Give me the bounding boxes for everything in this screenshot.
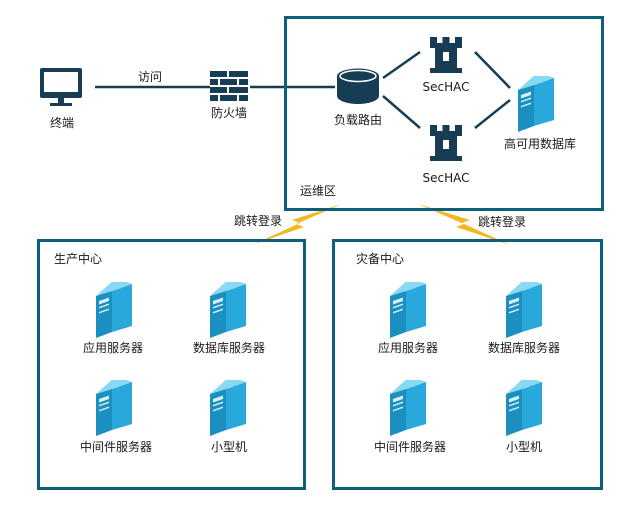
production-center-frame <box>37 239 306 490</box>
production-center-title: 生产中心 <box>54 252 103 266</box>
load-balancer-label: 负载路由 <box>333 113 383 127</box>
monitor-icon <box>40 68 82 106</box>
app-server-label: 应用服务器 <box>377 341 439 355</box>
database-disk-icon <box>337 68 379 104</box>
server-tower-icon <box>390 282 426 338</box>
sechac-bottom-label: SecHAC <box>422 171 470 185</box>
access-label: 访问 <box>137 70 163 84</box>
sechac-top-label: SecHAC <box>422 80 470 94</box>
ha-database-label: 高可用数据库 <box>503 137 577 151</box>
disaster-center-frame <box>332 239 603 490</box>
database-server-label: 数据库服务器 <box>192 341 266 355</box>
jump-login-label-right: 跳转登录 <box>477 215 527 229</box>
terminal-label: 终端 <box>49 116 75 130</box>
router-sechac-top-link <box>382 50 421 80</box>
brick-wall-icon <box>210 71 248 101</box>
app-server-label: 应用服务器 <box>82 341 144 355</box>
server-tower-icon <box>518 76 554 132</box>
lightning-bolt-icon <box>418 204 510 245</box>
firewall-label: 防火墙 <box>210 106 248 120</box>
minicomputer-label: 小型机 <box>210 440 248 454</box>
server-tower-icon <box>390 380 426 436</box>
server-tower-icon <box>506 380 542 436</box>
sechac-top-db-link <box>474 51 511 89</box>
server-tower-icon <box>210 282 246 338</box>
server-tower-icon <box>210 380 246 436</box>
server-tower-icon <box>506 282 542 338</box>
server-tower-icon <box>96 380 132 436</box>
sechac-bottom-db-link <box>474 99 511 129</box>
lightning-bolt-icon <box>252 204 342 245</box>
router-sechac-bottom-link <box>382 95 421 129</box>
server-tower-icon <box>96 282 132 338</box>
database-server-label: 数据库服务器 <box>487 341 561 355</box>
disaster-center-title: 灾备中心 <box>356 252 405 266</box>
jump-login-label-left: 跳转登录 <box>233 214 283 228</box>
minicomputer-label: 小型机 <box>505 440 543 454</box>
middleware-server-label: 中间件服务器 <box>373 440 447 454</box>
castle-tower-icon <box>430 37 462 73</box>
ops-zone-label: 运维区 <box>299 184 337 198</box>
castle-tower-icon <box>430 125 462 161</box>
ops-zone-frame <box>284 16 604 211</box>
middleware-server-label: 中间件服务器 <box>79 440 153 454</box>
